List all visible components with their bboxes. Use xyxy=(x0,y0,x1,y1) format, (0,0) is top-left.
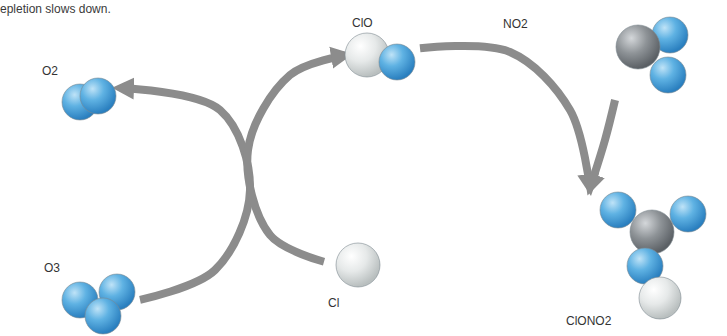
reaction-arrow xyxy=(120,88,250,300)
reaction-arrow xyxy=(420,46,590,188)
atom-sphere xyxy=(600,192,636,228)
molecule: Cl xyxy=(324,240,384,315)
caption-fragment: epletion slows down. xyxy=(0,2,111,16)
formula-label: ClONO2 xyxy=(566,314,611,328)
reaction-arrow xyxy=(590,100,615,188)
formula-label: O3 xyxy=(44,261,60,275)
formula-label: NO2 xyxy=(503,17,528,31)
atom-sphere xyxy=(616,25,660,69)
atom-sphere xyxy=(336,243,380,287)
molecule: ClONO2 xyxy=(560,188,710,333)
atom-sphere xyxy=(639,277,681,319)
molecule-illustration xyxy=(560,188,710,333)
atom-sphere xyxy=(379,44,415,80)
molecule: O2 xyxy=(35,62,120,124)
formula-label: O2 xyxy=(42,64,58,78)
molecule: NO2 xyxy=(500,5,695,100)
molecule: O3 xyxy=(40,258,140,334)
reaction-arrow xyxy=(247,55,345,261)
atom-sphere xyxy=(650,57,686,93)
atom-sphere xyxy=(80,78,116,114)
formula-label: ClO xyxy=(352,16,373,30)
formula-label: Cl xyxy=(328,296,339,310)
atom-sphere xyxy=(85,298,121,334)
atom-sphere xyxy=(630,210,674,254)
molecule: ClO xyxy=(345,14,420,84)
atom-sphere xyxy=(670,196,706,232)
molecule-illustration xyxy=(500,5,695,100)
